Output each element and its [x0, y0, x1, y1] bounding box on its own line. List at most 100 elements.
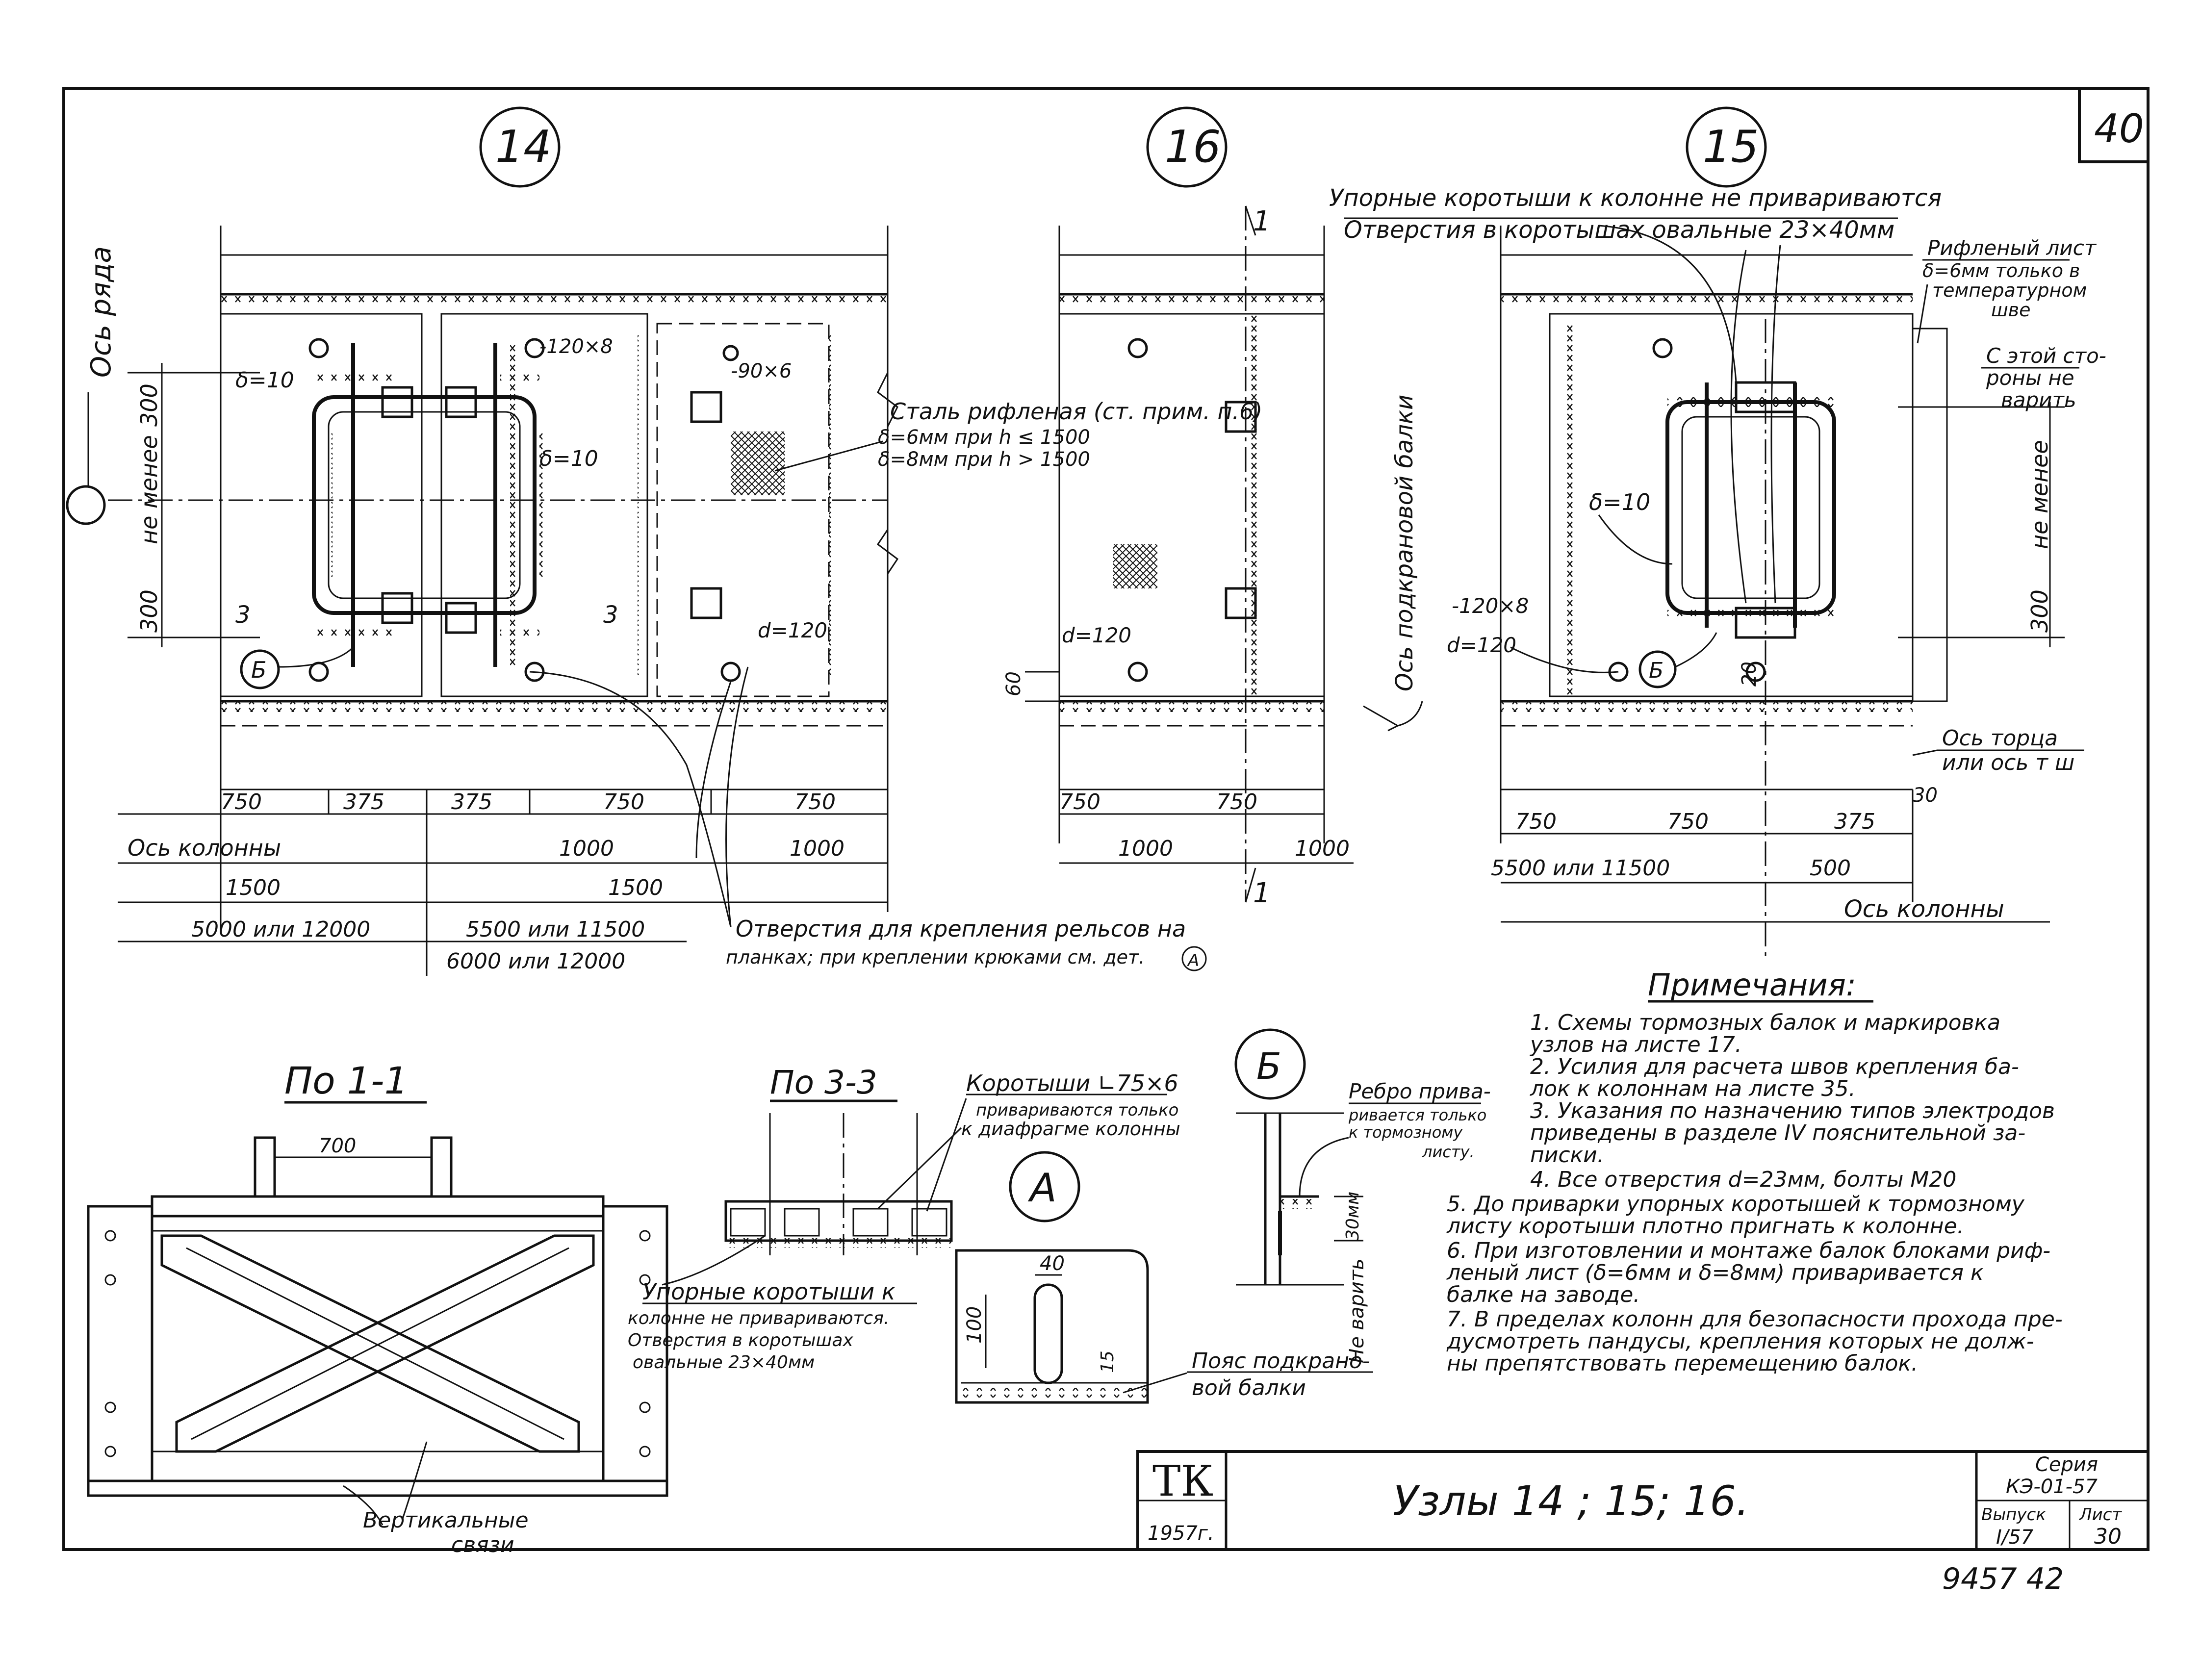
- sheet-frame: [62, 87, 2150, 1551]
- svg-text:6000 или 12000: 6000 или 12000: [446, 949, 625, 974]
- notes-title: Примечания:: [1648, 967, 1856, 1003]
- svg-text:30: 30: [1913, 784, 1938, 807]
- svg-text:Б: Б: [1256, 1045, 1281, 1088]
- svg-text:60: 60: [1002, 671, 1025, 696]
- svg-text:375: 375: [343, 789, 384, 815]
- svg-text:750: 750: [1667, 809, 1709, 834]
- svg-text:к диафрагме колонны: к диафрагме колонны: [961, 1118, 1180, 1140]
- svg-text:А: А: [1187, 951, 1199, 970]
- svg-text:листу.: листу.: [1422, 1143, 1475, 1161]
- svg-text:не менее: не менее: [136, 435, 162, 544]
- svg-text:варить: варить: [2001, 388, 2076, 412]
- note-line: листу коротыши плотно пригнать к колонне…: [1446, 1214, 1964, 1239]
- svg-text:Серия: Серия: [2035, 1453, 2098, 1476]
- note-line: узлов на листе 17.: [1529, 1032, 1742, 1057]
- steel-note-3: δ=8мм при h > 1500: [878, 448, 1090, 471]
- svg-text:300: 300: [136, 383, 162, 427]
- svg-text:Лист: Лист: [2078, 1505, 2122, 1525]
- svg-text:700: 700: [319, 1135, 356, 1157]
- svg-text:14: 14: [495, 121, 552, 173]
- svg-text:к тормозному: к тормозному: [1349, 1123, 1463, 1142]
- org-code: ТК: [1152, 1457, 1213, 1506]
- note-line: леный лист (δ=6мм и δ=8мм) приваривается…: [1446, 1260, 1984, 1285]
- svg-text:Выпуск: Выпуск: [1981, 1505, 2046, 1525]
- stops-note-2: Отверстия в коротышах овальные 23×40мм: [1344, 216, 1894, 244]
- section-3-3: По 3-3 Коротыши ∟75×6 привариваются толь…: [628, 1064, 1180, 1373]
- svg-text:375: 375: [451, 789, 492, 815]
- svg-text:1000: 1000: [1118, 836, 1173, 861]
- note-line: приведены в разделе IV пояснительной за-: [1530, 1120, 2025, 1145]
- svg-text:δ=6мм только в: δ=6мм только в: [1922, 260, 2080, 281]
- steel-note-2: δ=6мм при h ≤ 1500: [878, 426, 1090, 449]
- svg-text:-120×8: -120×8: [539, 335, 613, 358]
- svg-text:1500: 1500: [226, 875, 281, 900]
- svg-text:100: 100: [963, 1306, 986, 1344]
- svg-text:15: 15: [1098, 1350, 1118, 1373]
- svg-text:КЭ-01-57: КЭ-01-57: [2006, 1476, 2098, 1498]
- note-line: 1. Схемы тормозных балок и маркировка: [1530, 1010, 2000, 1035]
- sheet-number-top: 40: [2094, 106, 2144, 152]
- vertical-braces-label-2: связи: [451, 1532, 514, 1557]
- note-line: 3. Указания по назначению типов электрод…: [1530, 1098, 2055, 1123]
- svg-text:Ось торца: Ось торца: [1942, 726, 2058, 751]
- svg-text:500: 500: [1810, 856, 1851, 881]
- svg-text:Ребро прива-: Ребро прива-: [1349, 1079, 1491, 1103]
- axis-column-label: Ось колонны: [128, 835, 281, 861]
- year-label: 1957г.: [1148, 1522, 1214, 1545]
- node-label-14: 14: [479, 106, 561, 188]
- svg-text:d=120: d=120: [1062, 623, 1131, 647]
- svg-text:40: 40: [1040, 1252, 1065, 1275]
- svg-text:1000: 1000: [1295, 836, 1350, 861]
- svg-text:колонне не привариваются.: колонне не привариваются.: [628, 1308, 889, 1328]
- svg-text:-120×8: -120×8: [1452, 594, 1529, 618]
- svg-text:1000: 1000: [790, 836, 845, 861]
- note-line: балке на заводе.: [1447, 1282, 1640, 1307]
- svg-text:30: 30: [2094, 1524, 2122, 1549]
- svg-text:Рифленый лист: Рифленый лист: [1927, 236, 2097, 260]
- note-line: 7. В пределах колонн для безопасности пр…: [1447, 1307, 2063, 1332]
- detail-b: Б Ребро прива- ривается только к тормозн…: [1234, 1028, 1491, 1363]
- section-1-1: По 1-1 700 Вертикальные связи: [87, 1059, 668, 1557]
- vertical-braces-label-1: Вертикальные: [363, 1508, 529, 1533]
- svg-text:Коротыши ∟75×6: Коротыши ∟75×6: [966, 1070, 1178, 1096]
- node16-plan: 1 1 Ось подкрановой балки d=120 60 750 7…: [1002, 205, 1423, 909]
- svg-text:750: 750: [1059, 789, 1100, 815]
- axis-beam-label: Ось подкрановой балки: [1391, 395, 1418, 691]
- svg-text:Не варить: Не варить: [1346, 1258, 1368, 1363]
- note-line: 4. Все отверстия d=23мм, болты М20: [1530, 1167, 1956, 1192]
- svg-text:или ось т ш: или ось т ш: [1942, 750, 2074, 775]
- svg-text:1000: 1000: [559, 836, 614, 861]
- svg-text:шве: шве: [1991, 299, 2031, 321]
- title-block: ТК 1957г. Узлы 14 ; 15; 16. Серия КЭ-01-…: [1136, 1450, 2150, 1551]
- svg-text:I/57: I/57: [1996, 1526, 2034, 1549]
- svg-text:овальные 23×40мм: овальные 23×40мм: [633, 1352, 815, 1373]
- callout-a-ref: А: [1181, 946, 1207, 971]
- notes-block: Примечания: 1. Схемы тормозных балок и м…: [1446, 967, 2063, 1376]
- svg-text:750: 750: [1515, 809, 1557, 834]
- detail-a: А 40 100 15 Пояс подкрано- вой балки: [955, 1151, 1373, 1404]
- svg-text:привариваются только: привариваются только: [976, 1100, 1178, 1120]
- note-line: писки.: [1530, 1143, 1604, 1168]
- svg-text:1500: 1500: [608, 875, 663, 900]
- svg-text:ривается только: ривается только: [1348, 1106, 1486, 1124]
- svg-text:Упорные коротыши к: Упорные коротыши к: [642, 1278, 896, 1305]
- svg-text:δ=10: δ=10: [1589, 489, 1650, 515]
- svg-text:300: 300: [136, 589, 162, 633]
- svg-text:5500 или 11500: 5500 или 11500: [466, 917, 645, 942]
- svg-text:температурном: температурном: [1932, 280, 2087, 301]
- note-line: лок к колоннам на листе 35.: [1530, 1076, 1856, 1101]
- node14-plan: Ось ряда не менее 300 300 δ=10 δ=10 -120…: [66, 226, 1262, 976]
- node-label-15: 15: [1686, 106, 1767, 188]
- svg-text:Б: Б: [251, 657, 267, 683]
- svg-text:5000 или 12000: 5000 или 12000: [191, 917, 370, 942]
- note-line: 2. Усилия для расчета швов крепления ба-: [1530, 1054, 2019, 1079]
- svg-text:вой балки: вой балки: [1192, 1375, 1306, 1400]
- svg-text:375: 375: [1834, 809, 1875, 834]
- svg-text:1: 1: [1253, 877, 1271, 909]
- svg-text:Пояс подкрано-: Пояс подкрано-: [1192, 1349, 1370, 1374]
- archive-stamp: 9457 42: [1942, 1562, 2064, 1596]
- svg-text:15: 15: [1703, 121, 1759, 173]
- node-label-16: 16: [1146, 106, 1228, 188]
- svg-text:16: 16: [1165, 121, 1221, 173]
